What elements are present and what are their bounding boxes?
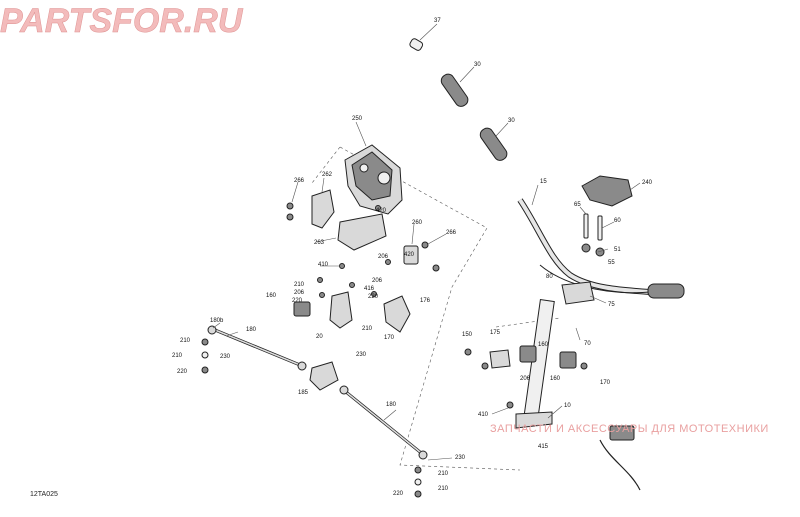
callout: 15 xyxy=(540,179,547,185)
callout: 420 xyxy=(404,252,415,258)
callout: 10 xyxy=(564,403,571,409)
power-steering-unit xyxy=(344,144,403,215)
callout: 185 xyxy=(298,390,309,396)
callout: 220 xyxy=(368,294,379,300)
callout: 160 xyxy=(538,342,549,348)
outline-segment xyxy=(495,317,561,328)
callout: 170 xyxy=(600,380,611,386)
handlebar-grip-left xyxy=(440,73,469,107)
steering-mount-plate xyxy=(337,213,387,251)
callout: 220 xyxy=(177,369,188,375)
tie-rod-end-left-hardware xyxy=(201,338,209,374)
callout: 51 xyxy=(614,247,621,253)
handlebar-grip-right xyxy=(479,127,508,161)
callout: 180b xyxy=(210,318,224,324)
callout: 266 xyxy=(294,178,305,184)
callout: 206 xyxy=(378,254,389,260)
handlebar-clamp-bolts xyxy=(581,213,605,257)
watermark-logo: PARTSFOR.RU xyxy=(0,2,244,40)
callout: 415 xyxy=(538,444,549,450)
callout: 210 xyxy=(180,338,191,344)
tie-rod-left xyxy=(207,325,307,371)
callout: 55 xyxy=(608,260,615,266)
callout: 210 xyxy=(438,486,449,492)
steering-column-lower-plate xyxy=(515,411,553,429)
callout: 210 xyxy=(362,326,373,332)
bar-end-cap xyxy=(409,38,424,51)
callout: 210 xyxy=(294,282,305,288)
steering-group-outline xyxy=(339,146,521,471)
callout: 260 xyxy=(412,220,423,226)
callout: 65 xyxy=(574,202,581,208)
callout: 206 xyxy=(372,278,383,284)
callout: 210 xyxy=(438,471,449,477)
callout: 240 xyxy=(642,180,653,186)
watermark-tagline: ЗАПЧАСТИ И АКСЕССУАРЫ ДЛЯ МОТОТЕХНИКИ xyxy=(490,423,769,435)
callout: 262 xyxy=(322,172,333,178)
callout: 180 xyxy=(246,327,257,333)
callout: 60 xyxy=(614,218,621,224)
pitman-arm xyxy=(293,291,353,329)
callout: 75 xyxy=(608,302,615,308)
diagram-code: 12TA025 xyxy=(30,491,58,498)
callout: 175 xyxy=(490,330,501,336)
callout: 250 xyxy=(352,116,363,122)
callout: 170 xyxy=(384,335,395,341)
tie-rod-end-right-hardware xyxy=(414,466,422,498)
handlebar-grip-right-end xyxy=(647,283,685,299)
callout: 206 xyxy=(294,290,305,296)
callout: 220 xyxy=(292,298,303,304)
callout: 206 xyxy=(520,376,531,382)
callout: 150 xyxy=(462,332,473,338)
callout-labels: 37 30 30 250 262 266 420 260 266 263 420… xyxy=(172,18,653,497)
callout: 410 xyxy=(478,412,489,418)
callout: 20 xyxy=(316,334,323,340)
steering-center-link xyxy=(309,361,339,391)
callout: 230 xyxy=(356,352,367,358)
callout: 180 xyxy=(386,402,397,408)
outline-segment xyxy=(311,146,341,184)
callout: 230 xyxy=(220,354,231,360)
callout: 416 xyxy=(364,286,375,292)
callout: 80 xyxy=(546,274,553,280)
callout: 266 xyxy=(446,230,457,236)
sensor-cable xyxy=(599,425,641,491)
callout: 160 xyxy=(550,376,561,382)
callout: 30 xyxy=(474,62,481,68)
watermark-logo-text: PARTSFOR.RU xyxy=(0,2,244,40)
callout: 30 xyxy=(508,118,515,124)
bolt-set xyxy=(286,202,440,298)
steering-column-bushing-set xyxy=(464,345,588,409)
callout: 420 xyxy=(376,208,387,214)
callout: 410 xyxy=(318,262,329,268)
steering-bracket-left xyxy=(311,189,335,229)
callout: 176 xyxy=(420,298,431,304)
leader-lines xyxy=(212,23,641,461)
steering-clamp-right xyxy=(403,245,419,265)
tie-rod-right xyxy=(339,385,428,460)
callout: 230 xyxy=(455,455,466,461)
steering-bracket-lower xyxy=(383,295,411,333)
callout: 210 xyxy=(172,353,183,359)
handlebar-cover xyxy=(581,175,633,207)
callout: 37 xyxy=(434,18,441,24)
callout: 263 xyxy=(314,240,325,246)
callout: 160 xyxy=(266,293,277,299)
handlebar-riser xyxy=(561,281,595,305)
callout: 70 xyxy=(584,341,591,347)
callout: 220 xyxy=(393,491,404,497)
